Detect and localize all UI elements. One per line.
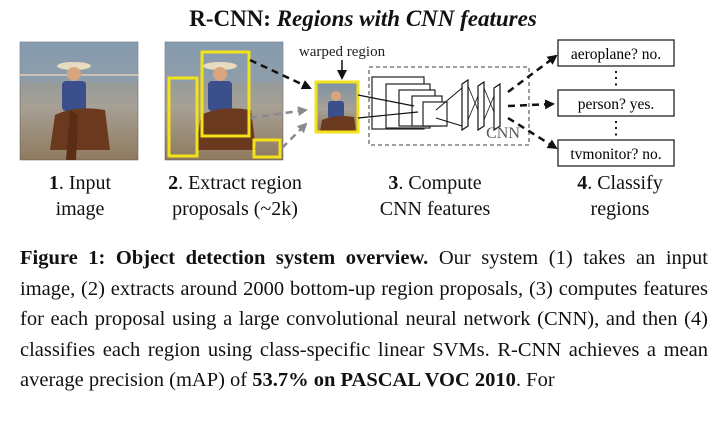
step-text: . Input: [58, 172, 112, 194]
step-text: image: [55, 198, 105, 220]
step-text: . Compute: [398, 172, 482, 194]
step-1-label: 1. Input image: [20, 170, 140, 222]
class-box-tvmonitor: tvmonitor? no.: [557, 139, 675, 167]
cnn-label: CNN: [486, 125, 520, 142]
caption-bold-result: 53.7% on PASCAL VOC 2010: [252, 369, 516, 391]
caption-text: Our system (1) takes an input image, (2)…: [20, 247, 709, 391]
warped-region-label: warped region: [299, 44, 386, 60]
class-box-label: aeroplane? no.: [571, 46, 661, 63]
step-text: regions: [590, 198, 650, 220]
class-box-label: person? yes.: [578, 96, 655, 113]
step-number: 1: [48, 172, 59, 194]
step-4-label: 4. Classify regions: [545, 170, 695, 222]
step-2-label: 2. Extract region proposals (~2k): [140, 170, 330, 222]
arrow-to-class: [507, 116, 558, 150]
proposal-box: [200, 50, 251, 138]
cnn-diagram: CNN: [357, 66, 530, 146]
arrow-to-warped: [249, 106, 308, 120]
step-number: 2: [168, 172, 179, 194]
rcnn-pipeline-diagram: warped region CNN aeroplane? no.: [19, 39, 675, 167]
proposals-image: [164, 41, 284, 161]
arrow-to-warped: [281, 122, 308, 149]
figure-title-italic: Regions with CNN features: [276, 6, 537, 31]
arrow-to-class: [507, 99, 555, 110]
step-number: 3: [388, 172, 399, 194]
caption-label: Figure 1: Object detection system overvi…: [20, 247, 429, 269]
caption-text-end: . For: [515, 369, 555, 391]
class-box-label: tvmonitor? no.: [570, 146, 661, 163]
proposal-box: [252, 138, 282, 159]
proposal-box: [167, 76, 199, 158]
step-text: proposals (~2k): [172, 198, 298, 220]
figure-title: R-CNN: Regions with CNN features: [0, 6, 726, 32]
figure-caption: Figure 1: Object detection system overvi…: [20, 243, 708, 396]
arrow-to-class: [507, 54, 558, 93]
figure-title-plain: R-CNN:: [189, 6, 277, 31]
class-box-person: person? yes.: [557, 89, 675, 117]
step-number: 4: [577, 172, 588, 194]
vertical-dots: ⋮: [607, 68, 625, 88]
step-text: . Extract region: [178, 172, 302, 194]
input-image: [19, 41, 139, 161]
step-text: . Classify: [587, 172, 663, 194]
class-box-aeroplane: aeroplane? no.: [557, 39, 675, 67]
vertical-dots: ⋮: [607, 118, 625, 138]
warped-region-image: [314, 80, 360, 134]
step-3-label: 3. Compute CNN features: [340, 170, 530, 222]
step-text: CNN features: [379, 198, 491, 220]
cnn-boundary: [368, 66, 530, 146]
